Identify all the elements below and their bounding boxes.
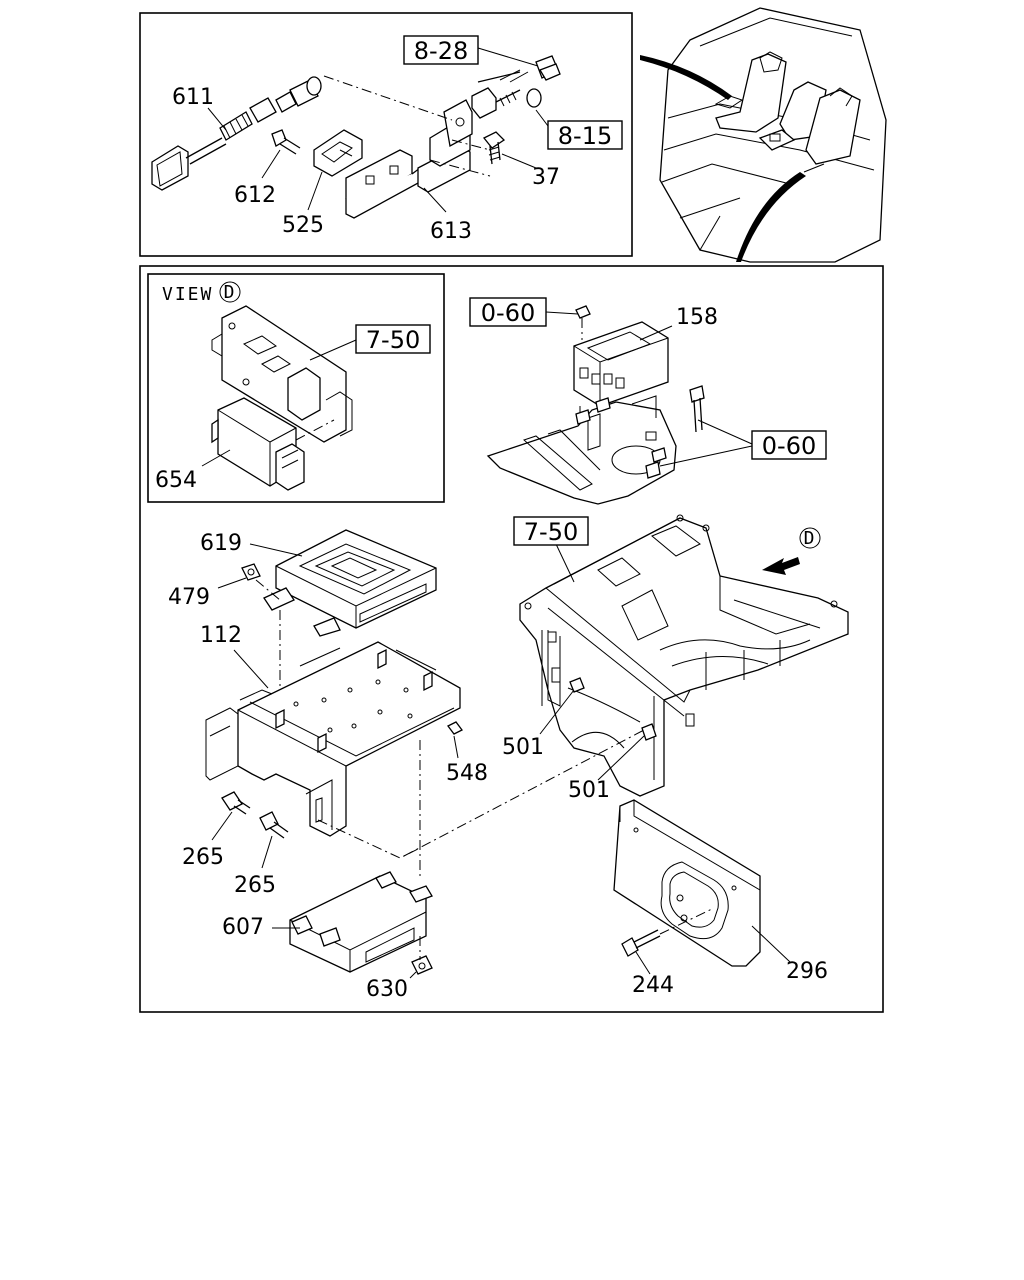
svg-text:7-50: 7-50 [524, 518, 578, 546]
module-158-drawing [486, 305, 705, 505]
view-d-drawing [211, 281, 353, 491]
ecu-619-drawing [241, 529, 437, 720]
ecu-607-drawing [289, 871, 433, 975]
part-label-548[interactable]: 548 [446, 761, 488, 786]
switch-assembly-drawing [151, 55, 561, 219]
part-label-265-left[interactable]: 265 [182, 845, 224, 870]
part-label-612[interactable]: 612 [234, 183, 276, 208]
top-detail-frame [139, 12, 633, 257]
floor-leader-lines [539, 543, 645, 781]
bracket-112-drawing [205, 641, 645, 880]
part-label-296[interactable]: 296 [786, 959, 828, 984]
part-label-479[interactable]: 479 [168, 585, 210, 610]
cover-leader-lines [635, 925, 791, 975]
part-label-501-upper[interactable]: 501 [502, 735, 544, 760]
view-label: VIEW [162, 284, 213, 305]
part-label-265-right[interactable]: 265 [234, 873, 276, 898]
ref-box-8-15[interactable]: 8-15 [547, 120, 623, 150]
view-d-inset-frame [147, 273, 445, 503]
view-d-circle-marker [219, 281, 241, 303]
cover-296-drawing [613, 799, 761, 967]
part-label-611[interactable]: 611 [172, 85, 214, 110]
view-inset-leader-lines [201, 339, 357, 467]
svg-text:7-50: 7-50 [366, 326, 420, 354]
part-label-244[interactable]: 244 [632, 973, 674, 998]
ref-box-view-7-50[interactable]: 7-50 [355, 324, 431, 354]
part-label-613[interactable]: 613 [430, 219, 472, 244]
svg-text:8-15: 8-15 [558, 122, 612, 150]
svg-text:0-60: 0-60 [762, 432, 816, 460]
view-direction-arrow [762, 527, 821, 575]
main-assembly-frame [139, 265, 884, 1013]
part-label-654[interactable]: 654 [155, 468, 197, 493]
pointer-swoosh-bottom [736, 172, 806, 262]
part-label-619[interactable]: 619 [200, 531, 242, 556]
part-label-525[interactable]: 525 [282, 213, 324, 238]
part-label-112[interactable]: 112 [200, 623, 242, 648]
svg-text:8-28: 8-28 [414, 37, 468, 65]
direction-circle-marker [799, 527, 821, 549]
module-158-leader-lines [545, 311, 753, 467]
part-label-37[interactable]: 37 [532, 165, 560, 190]
part-label-630[interactable]: 630 [366, 977, 408, 1002]
pointer-swoosh-top [640, 55, 732, 100]
direction-marker-letter: D [804, 528, 817, 549]
ref-box-right-0-60[interactable]: 0-60 [751, 430, 827, 460]
floor-plate-drawing [519, 514, 849, 797]
top-leader-lines [207, 47, 549, 213]
ref-box-upper-0-60[interactable]: 0-60 [469, 297, 547, 327]
ref-box-floor-7-50[interactable]: 7-50 [513, 516, 589, 546]
svg-text:0-60: 0-60 [481, 299, 535, 327]
ref-box-8-28[interactable]: 8-28 [403, 35, 479, 65]
view-marker-letter: D [224, 282, 237, 303]
left-leader-lines [211, 543, 459, 979]
part-label-158[interactable]: 158 [676, 305, 718, 330]
part-label-607[interactable]: 607 [222, 915, 264, 940]
part-label-501-lower[interactable]: 501 [568, 778, 610, 803]
cab-overview-drawing [659, 7, 887, 263]
